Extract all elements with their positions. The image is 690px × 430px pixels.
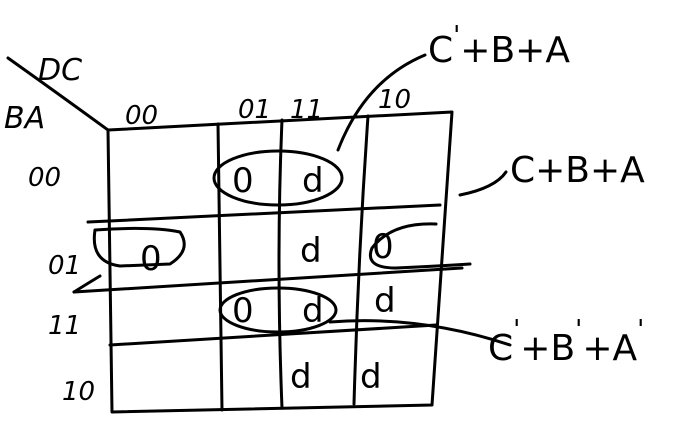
cell-r3-c3: d — [360, 357, 382, 397]
cell-r1-c0: 0 — [140, 239, 162, 279]
column-header-10: 10 — [378, 85, 411, 115]
corner-diagonal — [6, 56, 110, 132]
row-header-11: 11 — [48, 311, 81, 341]
column-header-00: 00 — [125, 101, 158, 131]
group-label-top: C'+B+A — [428, 21, 570, 71]
cell-r2-c3: d — [374, 281, 396, 321]
cell-r1-c3: 0 — [372, 227, 394, 267]
row-header-00: 00 — [28, 163, 61, 193]
row-header-10: 10 — [62, 377, 95, 407]
group-label-bottom: C'+B'+A' — [488, 315, 644, 369]
leader-bottom — [328, 319, 512, 347]
grid-vline-3 — [352, 114, 370, 406]
grid-hline-1 — [86, 203, 442, 224]
grid-border — [106, 110, 454, 414]
grid-vline-1 — [216, 122, 224, 412]
cell-r3-c2: d — [290, 357, 312, 397]
column-header-01: 01 — [238, 95, 271, 125]
group-loop-row11 — [218, 286, 338, 334]
leader-middle — [458, 170, 508, 197]
cell-r2-c1: 0 — [232, 291, 254, 331]
grid-hline-2 — [72, 266, 464, 294]
group-loop-row01-right — [369, 222, 472, 270]
cell-r0-c1: 0 — [232, 161, 254, 201]
cell-r0-c2: d — [302, 161, 324, 201]
grid-vline-2 — [277, 118, 284, 410]
grid-hline-3 — [108, 323, 438, 347]
group-label-middle: C+B+A — [510, 150, 645, 191]
group-loop-top — [212, 149, 344, 207]
leader-row11-left — [72, 274, 102, 294]
column-variable-label: DC — [38, 53, 82, 88]
row-variable-label: BA — [4, 101, 45, 136]
cell-r2-c2: d — [302, 291, 324, 331]
row-header-01: 01 — [48, 251, 81, 281]
leader-top — [336, 53, 427, 152]
cell-r1-c2: d — [300, 231, 322, 271]
group-loop-row01-left — [92, 226, 186, 268]
